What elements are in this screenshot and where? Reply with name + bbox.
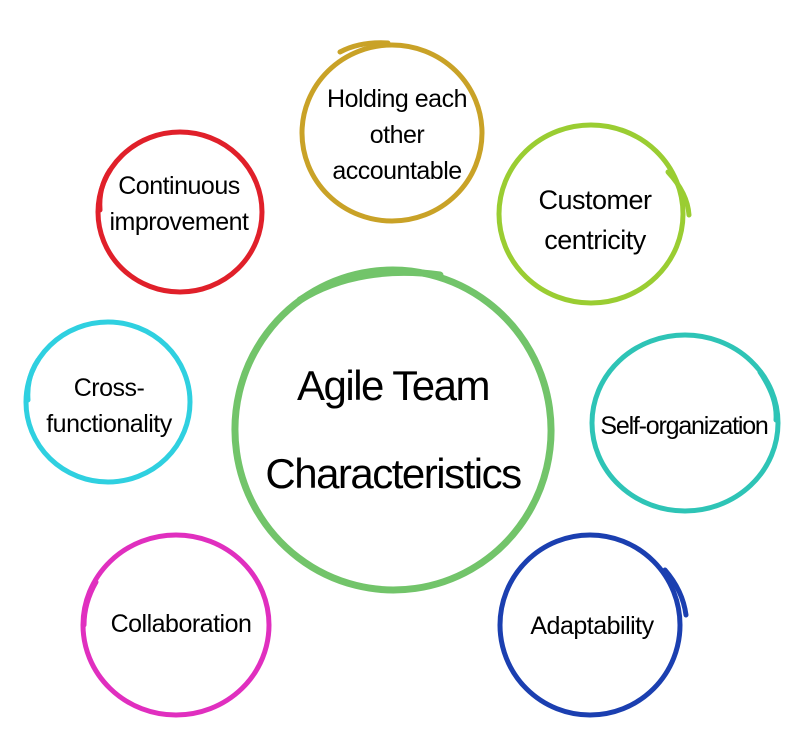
label-line: other [369,121,425,149]
label-line: Continuous [118,172,240,200]
ring-self-organization [589,332,781,514]
label-line: functionality [46,410,172,438]
ring-circle [95,129,265,295]
label-line: accountable [332,157,462,185]
label-line: Self-organization [600,412,768,440]
label-holding-each-other-accountable: Holding each other accountable [312,80,482,190]
label-line: centricity [544,225,646,255]
label-line: Cross- [73,374,145,402]
ring-stroke-end [665,169,692,218]
ring-stroke-end [757,369,779,423]
ring-circle [299,42,485,224]
ring-stroke-end [337,40,391,55]
ring-holding-each-other-accountable [299,40,485,224]
center-ring [231,266,555,594]
ring-continuous-improvement [95,129,265,295]
center-title-line-1: Agile Team [296,362,491,409]
ring-circle [497,532,683,718]
ring-circle [496,122,686,306]
label-customer-centricity: Customer centricity [515,178,675,262]
ring-collaboration [80,532,272,718]
center-ring-stroke-end [296,268,444,304]
ring-cross-functionality [23,319,193,485]
ring-stroke-end [81,579,99,628]
center-title-line-2: Characteristics [265,450,522,497]
ring-customer-centricity [496,122,692,306]
label-collaboration: Collaboration [98,604,264,644]
label-cross-functionality: Cross- functionality [34,368,184,444]
ring-stroke-end [25,357,41,403]
ring-adaptability [497,532,689,718]
label-line: Holding each [327,85,467,113]
label-line: Collaboration [110,610,252,638]
ring-circle [589,332,781,514]
label-continuous-improvement: Continuous improvement [108,166,250,242]
label-line: improvement [109,208,250,236]
label-line: Adaptability [530,612,654,640]
label-adaptability: Adaptability [512,606,672,646]
ring-stroke-end [97,167,113,213]
center-title: Agile Team Characteristics [233,342,553,518]
ring-circle [23,319,193,485]
ring-stroke-end [662,567,689,618]
label-line: Customer [538,185,652,215]
label-self-organization: Self-organization [596,406,772,446]
